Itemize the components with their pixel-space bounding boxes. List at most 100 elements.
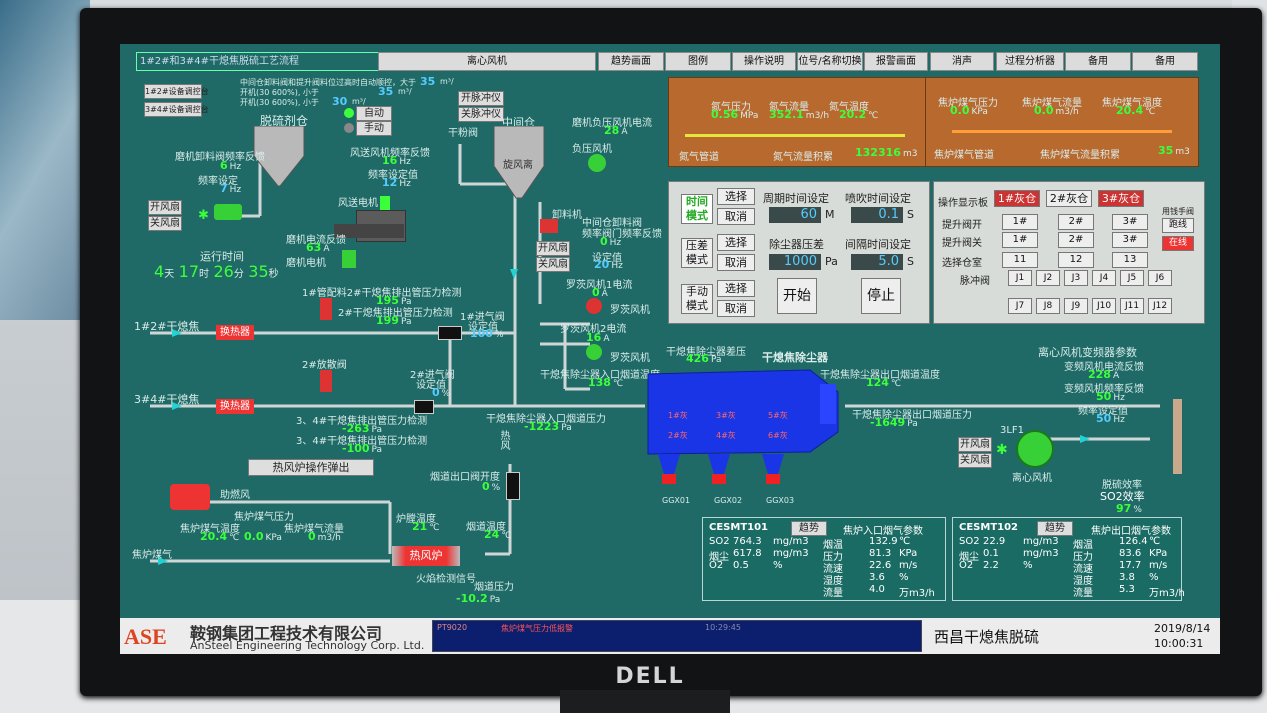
silo-2-button[interactable]: 2#灰仓 (1046, 190, 1092, 207)
period-label: 周期时间设定 (763, 192, 829, 205)
dust-collector-body (647, 369, 839, 484)
discharge-fan-off-button[interactable]: 关风扇 (536, 257, 570, 272)
combustion-fan-icon[interactable] (170, 484, 210, 510)
auto-indicator (344, 108, 354, 118)
out-valve-icon[interactable] (506, 472, 520, 500)
dust-out-press-label: 干熄焦除尘器出口烟道压力 (852, 410, 972, 421)
inlet-valve-b-label: 2#进气阀 (410, 370, 455, 381)
silo-select-11[interactable]: 11 (1002, 252, 1038, 268)
inlet-valve-b-icon[interactable] (414, 400, 434, 414)
menu-item-spare-2[interactable]: 备用 (1132, 52, 1198, 71)
manual-mode-cancel-button[interactable]: 取消 (717, 300, 755, 317)
silo-select-13[interactable]: 13 (1112, 252, 1148, 268)
pulse-j12[interactable]: J12 (1148, 298, 1172, 314)
alarm-box[interactable]: PT9020 焦炉煤气压力低报警 10:29:45 (432, 620, 922, 652)
furnace-temp-label: 炉膛温度 (396, 514, 436, 525)
diff-mode-select-button[interactable]: 选择 (717, 234, 755, 251)
centrifugal-fan-icon[interactable] (1016, 430, 1054, 468)
local-button[interactable]: 跑线 (1162, 218, 1194, 233)
manual-indicator (344, 123, 354, 133)
menu-item-silence[interactable]: 消声 (930, 52, 994, 71)
heater-a[interactable]: 换热器 (216, 325, 254, 340)
start-button[interactable]: 开始 (777, 278, 817, 314)
menu-item-trend[interactable]: 趋势画面 (598, 52, 664, 71)
fan-tag: 3LF1 (1000, 425, 1025, 436)
pulse-j3[interactable]: J3 (1064, 270, 1088, 286)
link-unit-34[interactable]: 3#4#设备调控台 (144, 102, 209, 117)
time-mode-select-button[interactable]: 选择 (717, 188, 755, 205)
auto-button[interactable]: 自动 (356, 106, 392, 121)
mill-fan-off-button[interactable]: 关风扇 (148, 216, 182, 231)
inlet-valve-a-icon[interactable] (438, 326, 462, 340)
pulse-j9[interactable]: J9 (1064, 298, 1088, 314)
pulse-j8[interactable]: J8 (1036, 298, 1060, 314)
hot-furnace[interactable]: 热风炉 (392, 546, 460, 566)
diff-mode-cancel-button[interactable]: 取消 (717, 254, 755, 271)
menu-item-tag-switch[interactable]: 位号/名称切换 (797, 52, 863, 71)
dust-out-temp-label: 干熄焦除尘器出口烟道温度 (820, 370, 940, 381)
pulse-on-button[interactable]: 开脉冲仪 (458, 91, 504, 106)
cems1-cell: 烟温 (823, 540, 843, 551)
cems2-trend-button[interactable]: 趋势 (1037, 521, 1073, 536)
close-2-button[interactable]: 2# (1058, 232, 1094, 248)
period-input[interactable]: 60 (769, 207, 821, 223)
n2-pipe-label: 氮气管道 (679, 152, 719, 163)
pulse-j1[interactable]: J1 (1008, 270, 1032, 286)
so2-title: 脱硫效率 (1102, 480, 1142, 491)
manual-button[interactable]: 手动 (356, 121, 392, 136)
cems1-cell: 流量 (823, 588, 843, 599)
menu-item-spare-1[interactable]: 备用 (1065, 52, 1131, 71)
alarm-text: 焦炉煤气压力低报警 (501, 624, 573, 633)
n2-pipe-line (685, 134, 905, 137)
main-fan-off-button[interactable]: 关风扇 (958, 453, 992, 468)
cems2-cell: 0.1 (983, 548, 999, 559)
cg-press-label: 焦炉煤气压力 (938, 98, 998, 109)
pulse-j7[interactable]: J7 (1008, 298, 1032, 314)
online-button[interactable]: 在线 (1162, 236, 1194, 251)
close-1-button[interactable]: 1# (1002, 232, 1038, 248)
menu-item-alarm[interactable]: 报警画面 (864, 52, 928, 71)
link-unit-12[interactable]: 1#2#设备调控台 (144, 84, 209, 99)
fan-motor-label: 风送电机 (338, 198, 378, 209)
cems1-trend-button[interactable]: 趋势 (791, 521, 827, 536)
blow-input[interactable]: 0.1 (851, 207, 903, 223)
cems2-cell: 2.2 (983, 560, 999, 571)
pulse-j2[interactable]: J2 (1036, 270, 1060, 286)
mill-fan-on-button[interactable]: 开风扇 (148, 200, 182, 215)
heater-b[interactable]: 换热器 (216, 399, 254, 414)
hot-air-popup-button[interactable]: 热风炉操作弹出 (248, 459, 374, 476)
pulse-off-button[interactable]: 关脉冲仪 (458, 107, 504, 122)
menu-item-legend[interactable]: 图例 (665, 52, 731, 71)
menu-item-analyzer[interactable]: 过程分析器 (996, 52, 1064, 71)
silo-3-button[interactable]: 3#灰仓 (1098, 190, 1144, 207)
pulse-j11[interactable]: J11 (1120, 298, 1144, 314)
main-fan-on-button[interactable]: 开风扇 (958, 437, 992, 452)
dp-input[interactable]: 1000 (769, 254, 821, 270)
stop-button[interactable]: 停止 (861, 278, 901, 314)
pulse-j10[interactable]: J10 (1092, 298, 1116, 314)
discharge-fan-on-button[interactable]: 开风扇 (536, 241, 570, 256)
close-3-button[interactable]: 3# (1112, 232, 1148, 248)
cems2-cell: 湿度 (1073, 576, 1093, 587)
open-3-button[interactable]: 3# (1112, 214, 1148, 230)
menu-item-manual[interactable]: 操作说明 (732, 52, 796, 71)
cems2-cell: 压力 (1073, 552, 1093, 563)
time-mode-cancel-button[interactable]: 取消 (717, 208, 755, 225)
silo-1-button[interactable]: 1#灰仓 (994, 190, 1040, 207)
pulse-j5[interactable]: J5 (1120, 270, 1144, 286)
manual-mode-select-button[interactable]: 选择 (717, 280, 755, 297)
mill-motor-icon (214, 204, 242, 220)
pulse-j4[interactable]: J4 (1092, 270, 1116, 286)
main-fan-spin-icon: ✱ (996, 442, 1008, 458)
fan-set-label: 频率设定值 (368, 170, 418, 181)
pulse-j6[interactable]: J6 (1148, 270, 1172, 286)
interval-input[interactable]: 5.0 (851, 254, 903, 270)
cems2-cell: O2 (959, 560, 974, 571)
open-1-button[interactable]: 1# (1002, 214, 1038, 230)
silo-select-12[interactable]: 12 (1058, 252, 1094, 268)
open-2-button[interactable]: 2# (1058, 214, 1094, 230)
